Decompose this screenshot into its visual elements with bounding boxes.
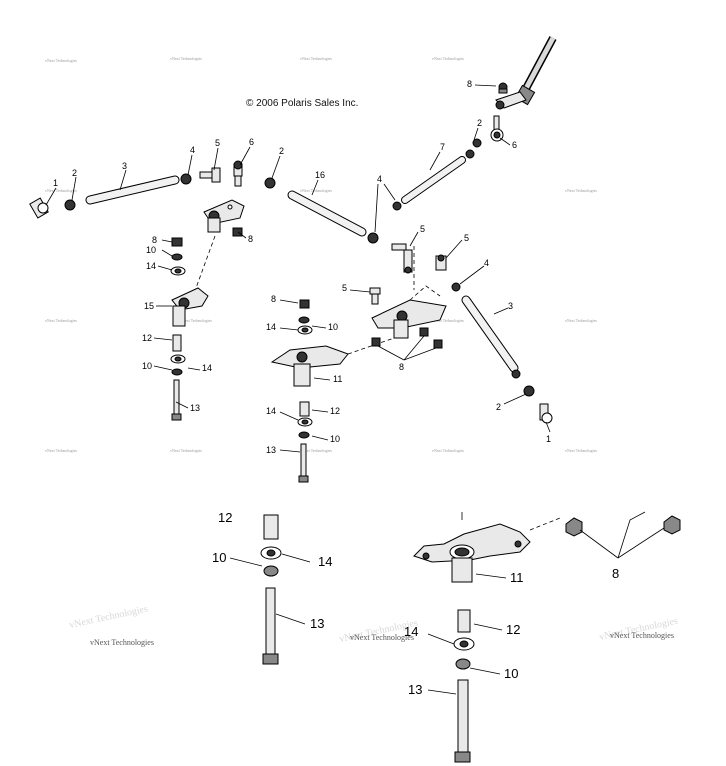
callout-label: 4 [190,145,195,155]
detail-enlarged: 12 10 14 13 11 12 14 10 13 8 [212,510,681,763]
watermark: vNext Technologies [610,631,674,640]
callout-label: 10 [328,322,338,332]
tube-3-left [85,173,192,205]
watermark: vNext Technologies [170,448,202,453]
watermark: vNext Technologies [68,604,149,631]
callout-label: 8 [612,566,619,581]
callout-label: 3 [508,301,513,311]
tie-rod-end-right-upper [465,115,504,159]
copyright-text: © 2006 Polaris Sales Inc. [246,98,358,109]
callout-label: 14 [202,363,212,373]
ball-joints-left [199,160,276,189]
bellcrank-right [371,246,447,349]
callout-label: 13 [310,616,324,631]
callout-label: 3 [122,161,127,171]
callout-label: 10 [330,434,340,444]
callout-label: 6 [249,137,254,147]
leader-lines-upper [45,84,551,453]
watermark: vNext Technologies [432,448,464,453]
watermark: vNext Technologies [565,188,597,193]
steering-column [495,36,557,110]
callout-label: 14 [146,261,156,271]
callout-label: 11 [333,374,342,384]
bellcrank-left [195,199,245,289]
callout-label: 7 [440,142,445,152]
callout-label: 14 [266,406,276,416]
callout-label: 13 [266,445,276,455]
callout-label: 5 [464,233,469,243]
callout-label: 10 [504,666,518,681]
watermark: vNext Technologies [45,318,77,323]
callout-label: 5 [420,224,425,234]
pivot-stack-center [270,299,401,483]
watermark: vNext Technologies [565,318,597,323]
watermark: vNext Technologies [45,448,77,453]
tie-rod-end-left [29,197,76,219]
callout-label: 15 [144,301,154,311]
watermark: vNext Technologies [565,448,597,453]
watermark: vNext Technologies [432,318,464,323]
callout-label: 14 [266,322,276,332]
callout-label: 13 [408,682,422,697]
callout-label: 11 [510,570,524,585]
detail-stack-left [229,514,311,665]
callout-label: 2 [279,146,284,156]
detail-stack-right [413,512,561,763]
callout-label: 12 [142,333,152,343]
callout-label: 14 [318,554,332,569]
callout-label: 5 [342,283,347,293]
callouts-lower: 12 10 14 13 11 12 14 10 13 8 [212,510,619,697]
callout-label: 16 [315,170,325,180]
tube-16 [287,190,379,244]
callout-label: 14 [404,624,418,639]
watermark: vNext Technologies [45,58,77,63]
watermark: vNext Technologies [180,318,212,323]
watermark: vNext Technologies [170,56,202,61]
pivot-stack-left [170,237,209,421]
callout-label: 12 [330,406,340,416]
callouts-upper: 1 2 3 4 5 6 2 16 4 7 2 6 8 8 8 10 14 15 … [53,79,551,455]
ball-joints-center [369,243,461,305]
callout-label: 12 [506,622,520,637]
callout-label: 4 [377,174,382,184]
callout-label: 13 [190,403,200,413]
watermark: vNext Technologies [90,638,154,647]
watermark: vNext Technologies [432,56,464,61]
watermark: vNext Technologies [350,633,414,642]
upper-assembly: 1 2 3 4 5 6 2 16 4 7 2 6 8 8 8 10 14 15 … [29,36,557,483]
callout-label: 8 [399,362,404,372]
tube-3-right [461,295,553,424]
callout-label: 10 [146,245,156,255]
callout-label: 10 [142,361,152,371]
callout-label: 8 [467,79,472,89]
callout-label: 2 [477,118,482,128]
watermark: vNext Technologies [300,448,332,453]
callout-label: 1 [53,178,58,188]
watermark: vNext Technologies [300,188,332,193]
callout-label: 2 [72,168,77,178]
callout-label: 2 [496,402,501,412]
watermark-group: vNext Technologies vNext Technologies vN… [45,56,679,647]
callout-label: 4 [484,258,489,268]
detail-nuts [565,511,681,559]
watermark: vNext Technologies [45,188,77,193]
callout-label: 8 [152,235,157,245]
callout-label: 6 [512,140,517,150]
tube-7 [392,156,466,211]
callout-label: 12 [218,510,232,525]
callout-label: 5 [215,138,220,148]
callout-label: 8 [248,234,253,244]
callout-label: 8 [271,294,276,304]
callout-label: 1 [546,434,551,444]
watermark: vNext Technologies [300,56,332,61]
callout-label: 10 [212,550,226,565]
